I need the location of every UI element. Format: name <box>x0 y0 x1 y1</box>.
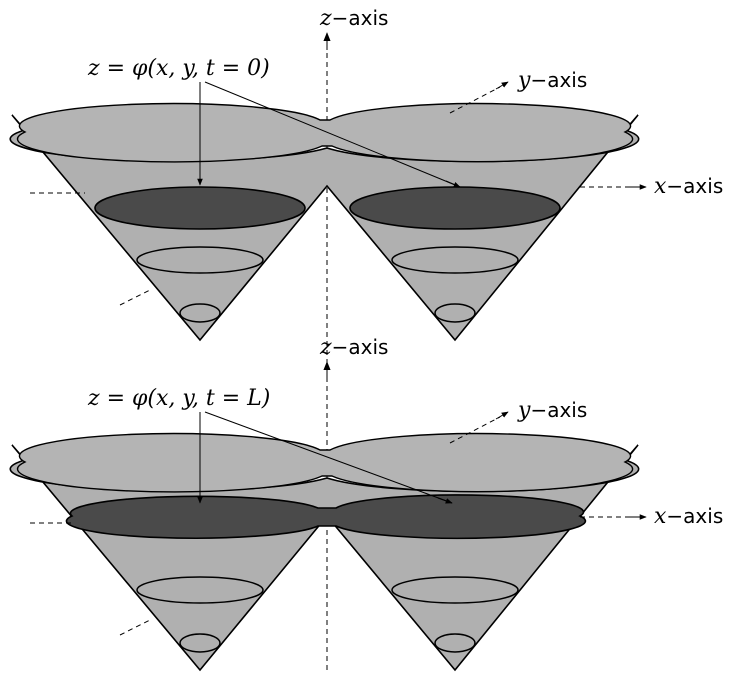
cone-right-edge <box>454 114 639 341</box>
y-axis-line <box>449 416 501 444</box>
pointer-arrow-right <box>437 497 453 504</box>
cone-middle-left-edge <box>199 185 328 341</box>
contour-ring <box>391 246 519 274</box>
contour-ring <box>136 576 264 604</box>
z-axis-label: z−axis <box>319 6 388 31</box>
contour-ring <box>136 246 264 274</box>
pointer-arrow-right <box>445 180 461 188</box>
contour-ring-small <box>179 303 221 323</box>
y-axis-left-stub <box>119 619 151 636</box>
level-set-right <box>349 186 561 230</box>
x-axis-label: x−axis <box>654 504 723 529</box>
cone-rim <box>16 102 634 163</box>
cone-middle-right-edge <box>326 515 456 671</box>
pointer-line-right <box>204 81 461 188</box>
cone-left-edge <box>11 114 201 341</box>
y-axis-arrow <box>495 81 509 90</box>
cone-middle-right-edge <box>326 185 456 341</box>
y-axis-label: y−axis <box>517 398 587 423</box>
y-axis-line <box>449 86 501 114</box>
panel-bottom: z = φ(x, y, t = L) z−axis y−axis x−axis <box>9 335 723 672</box>
contour-ring-small <box>179 633 221 653</box>
pointer-line-right <box>204 411 453 504</box>
equation-label: z = φ(x, y, t = 0) <box>87 56 270 81</box>
contour-ring-small <box>434 303 476 323</box>
contour-ring <box>391 576 519 604</box>
z-axis-label: z−axis <box>319 335 388 360</box>
y-axis-left-stub <box>119 289 151 306</box>
cone-right-edge <box>454 444 639 671</box>
y-axis-arrow <box>495 411 509 420</box>
contour-ring-small <box>434 633 476 653</box>
cone-left-edge <box>11 444 201 671</box>
equation-label: z = φ(x, y, t = L) <box>87 386 270 411</box>
panel-top: z = φ(x, y, t = 0) z−axis y−axis x−axis <box>9 6 723 342</box>
level-set-merged <box>65 494 587 540</box>
y-axis-label: y−axis <box>517 68 587 93</box>
x-axis-label: x−axis <box>654 174 723 199</box>
cone-rim <box>16 432 634 493</box>
cone-middle-left-edge <box>199 515 328 671</box>
level-set-left <box>94 186 306 230</box>
